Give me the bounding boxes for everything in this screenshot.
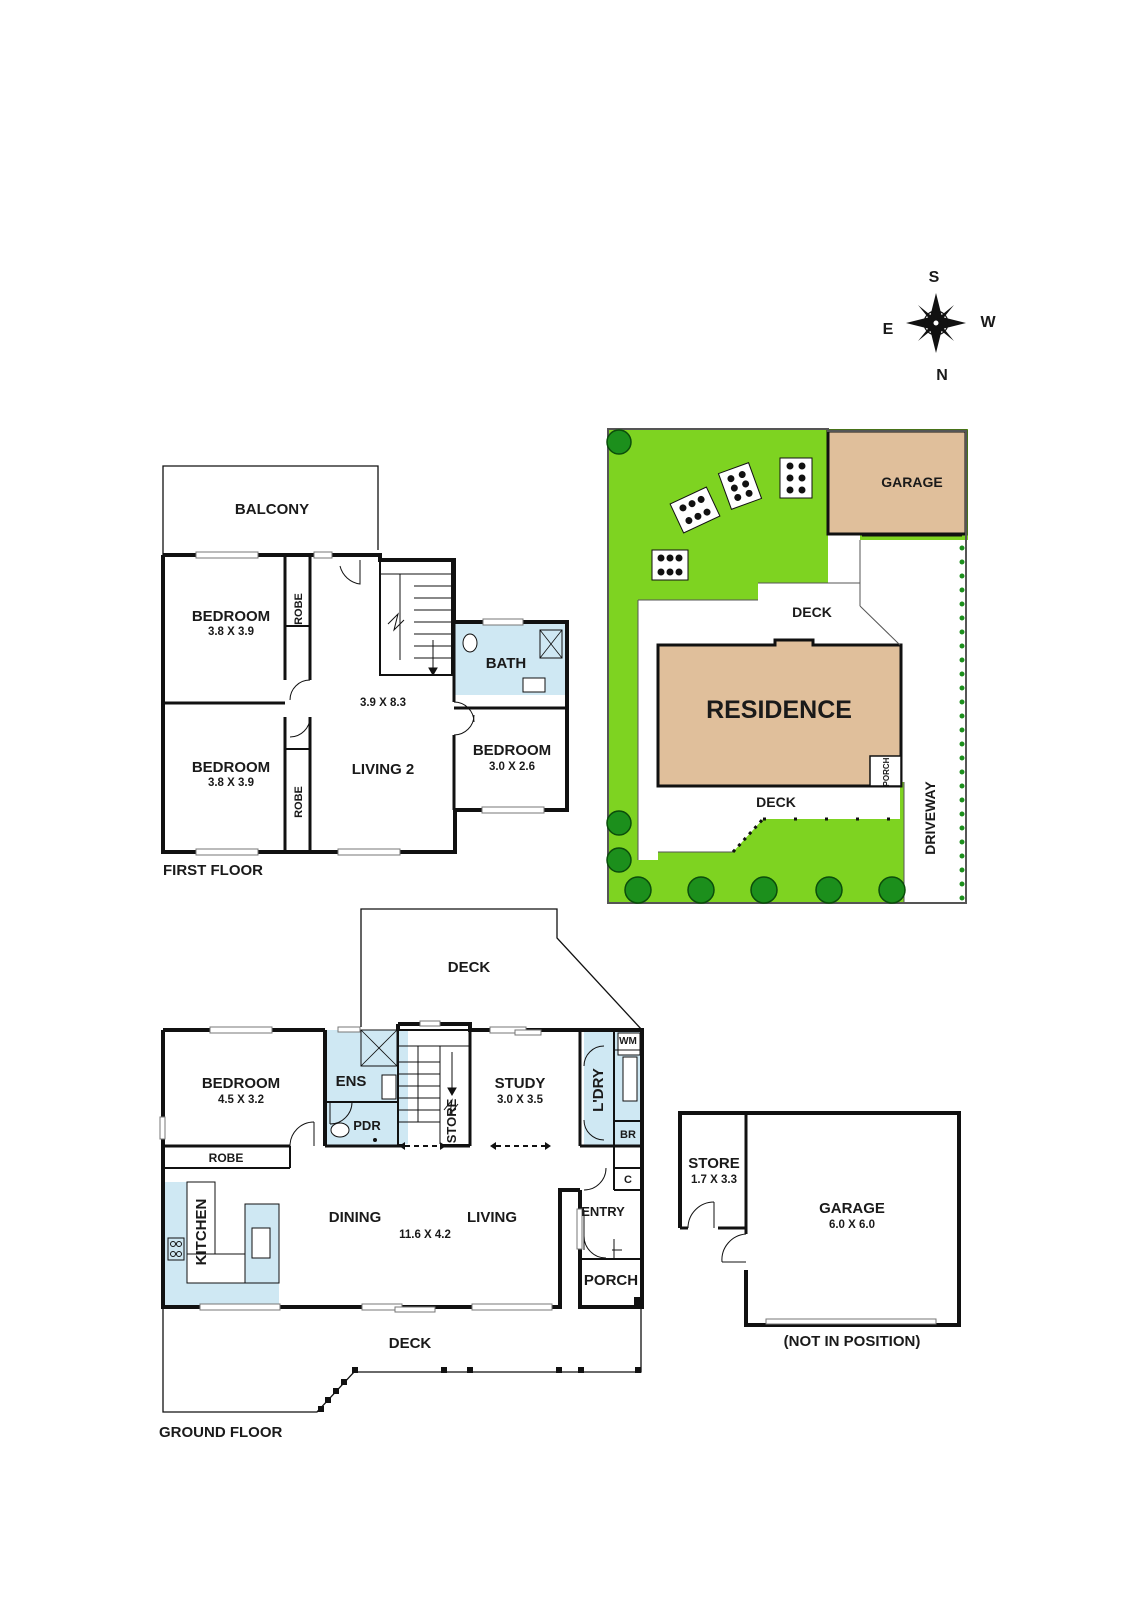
gf-ens-label: ENS [336,1073,367,1090]
tree-icon [606,429,906,904]
gf-porch-label: PORCH [584,1272,638,1289]
ff-robe1-label: ROBE [293,593,305,625]
site-plan: GARAGE DECK RESIDENCE PORCH DECK DRIVEWA… [606,428,968,904]
gf-living-label: LIVING [467,1209,517,1226]
ff-bedroom1-label: BEDROOM [192,608,270,625]
garage-plan: STORE 1.7 X 3.3 GARAGE 6.0 X 6.0 (NOT IN… [678,1111,961,1350]
gf-ldry-label: L'DRY [590,1068,607,1112]
gf-study-label: STUDY [495,1075,546,1092]
garage-size: 6.0 X 6.0 [829,1219,875,1231]
ff-bath-label: BATH [486,655,527,672]
garden-bed-icon [651,457,813,581]
gf-c-label: C [624,1174,632,1186]
gf-entry-label: ENTRY [581,1204,625,1219]
ff-bedroom1-size: 3.8 X 3.9 [208,626,254,638]
compass-rose: S N E W [883,269,997,384]
ff-living2-label: LIVING 2 [352,761,415,778]
compass-n: N [936,367,948,384]
site-deck-bottom-label: DECK [756,794,796,810]
site-garage-label: GARAGE [881,474,942,490]
gf-wm-label: WM [619,1036,637,1047]
gf-br-label: BR [620,1129,636,1141]
garage-store-label: STORE [688,1155,739,1172]
first-floor-plan: BALCONY BEDROOM 3.8 X 3.9 BEDROOM 3.8 X … [161,465,569,879]
gf-dining-label: DINING [329,1209,382,1226]
garage-store-size: 1.7 X 3.3 [691,1174,737,1186]
gf-store-label: STORE [444,1098,459,1143]
gf-bedroom-label: BEDROOM [202,1075,280,1092]
ff-bedroom3-label: BEDROOM [473,742,551,759]
ff-bedroom3-size: 3.0 X 2.6 [489,761,535,773]
ff-balcony-label: BALCONY [235,501,309,518]
gf-caption: GROUND FLOOR [159,1424,282,1441]
ff-bedroom2-size: 3.8 X 3.9 [208,777,254,789]
ff-caption: FIRST FLOOR [163,862,263,879]
ff-robe2-label: ROBE [293,786,305,818]
gf-kitchen-label: KITCHEN [193,1199,210,1266]
gf-deck-top-label: DECK [448,959,491,976]
gf-pdr-label: PDR [353,1118,381,1133]
compass-w: W [980,314,996,331]
gf-bedroom-size: 4.5 X 3.2 [218,1094,264,1106]
gf-study-size: 3.0 X 3.5 [497,1094,544,1106]
gf-deck-bottom-label: DECK [389,1335,432,1352]
compass-s: S [929,269,940,286]
compass-e: E [883,321,894,338]
site-porch-label: PORCH [882,757,891,786]
ground-floor-plan: DECK BEDROOM 4.5 X 3.2 ENS PDR STORE STU… [159,908,644,1441]
garage-note: (NOT IN POSITION) [784,1333,921,1350]
site-deck-top-label: DECK [792,604,832,620]
ff-bedroom2-label: BEDROOM [192,759,270,776]
site-driveway-label: DRIVEWAY [922,781,938,855]
site-residence-label: RESIDENCE [706,696,852,724]
ff-living2-size: 3.9 X 8.3 [360,697,406,709]
gf-size: 11.6 X 4.2 [399,1229,451,1241]
garage-label: GARAGE [819,1200,885,1217]
gf-robe-label: ROBE [209,1151,244,1165]
